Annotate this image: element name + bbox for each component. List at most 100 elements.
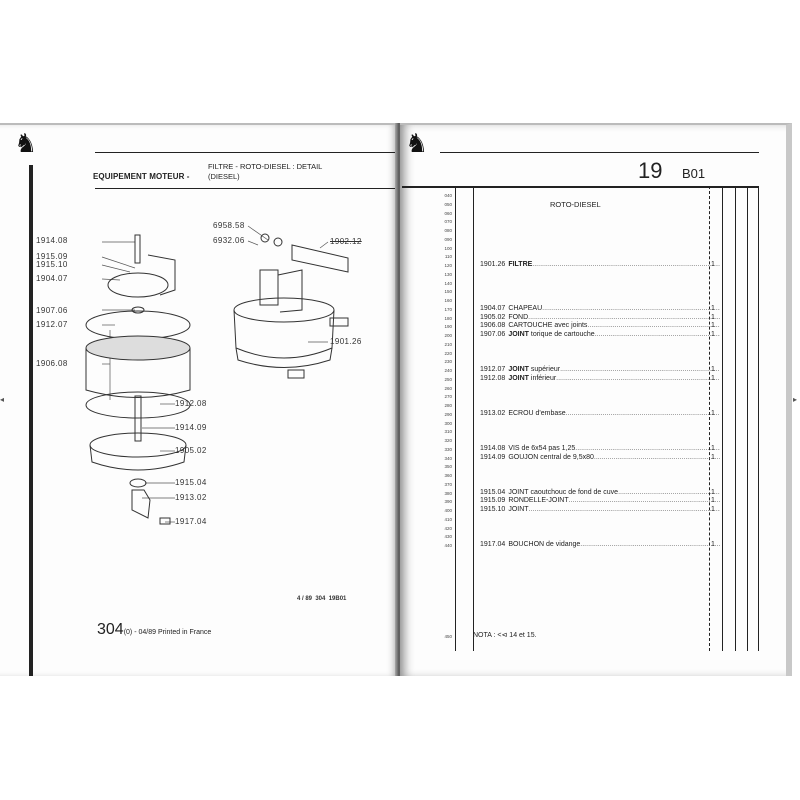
part-reference: 1915.04	[480, 488, 506, 496]
part-reference: 1907.06	[480, 331, 506, 338]
line-number: 260	[444, 385, 452, 391]
line-number: 360	[444, 473, 452, 478]
header-main: EQUIPEMENT MOTEUR -	[93, 172, 190, 181]
callout-1906-08: 1906.08	[36, 359, 68, 368]
part-quantity: 1	[711, 444, 715, 452]
part-quantity: 1	[711, 322, 715, 330]
callout-1912-08: 1912.08	[175, 399, 207, 408]
margin-bar	[29, 165, 33, 676]
line-number: 290	[444, 411, 452, 417]
leader-dots	[529, 506, 720, 513]
leader-dots	[528, 314, 720, 321]
line-number: 390	[444, 499, 452, 505]
line-number: 370	[444, 481, 452, 487]
part-description: inférieur	[528, 374, 557, 382]
footer-print-info: (0) - 04/89 Printed in France	[123, 629, 212, 636]
leader-dots	[594, 454, 720, 461]
line-number: 050	[444, 201, 452, 207]
line-number: 140	[444, 280, 452, 286]
part-reference: 1905.02	[480, 313, 506, 321]
line-number: 230	[444, 359, 452, 365]
table-col-line	[735, 186, 736, 651]
leader-dots	[587, 322, 720, 329]
line-number: 070	[444, 219, 452, 225]
callout-1917-04: 1917.04	[175, 517, 207, 526]
callout-6958-58: 6958.58	[213, 221, 245, 230]
line-number: 410	[444, 516, 452, 522]
filter-exploded-diagram	[85, 225, 349, 525]
part-description: caoutchouc de fond de cuve	[528, 488, 619, 496]
left-page	[0, 123, 397, 676]
callout-1907-06: 1907.06	[36, 306, 68, 315]
line-number: 330	[444, 446, 452, 452]
callout-1915-04: 1915.04	[175, 478, 207, 487]
line-number: 310	[444, 429, 452, 435]
header-rule-bottom	[95, 188, 395, 189]
part-name: RONDELLE-JOINT	[508, 497, 569, 505]
part-description: d'embase	[533, 409, 566, 417]
table-top-rule	[402, 186, 759, 188]
part-name: BOUCHON	[508, 541, 545, 548]
part-quantity: 1	[711, 261, 715, 268]
part-name: JOINT	[508, 374, 529, 382]
leader-dots	[580, 541, 720, 548]
leader-dots	[556, 375, 720, 382]
next-page-arrow[interactable]: ▸	[793, 395, 798, 404]
header-sub-2: (DIESEL)	[208, 172, 240, 181]
line-number: 270	[444, 394, 452, 400]
leader-dots	[542, 305, 720, 312]
part-name: JOINT	[508, 331, 529, 338]
callout-1915-10: 1915.10	[36, 260, 68, 269]
line-number: 210	[444, 341, 452, 347]
table-title: ROTO-DIESEL	[550, 200, 601, 209]
prev-page-arrow[interactable]: ◂	[0, 395, 5, 404]
part-description: avec joints	[552, 322, 588, 330]
leader-dots	[595, 331, 720, 338]
reference-code: 4 / 89 304 19B01	[297, 596, 347, 602]
part-reference: 1912.07	[480, 366, 506, 373]
callout-1912-07: 1912.07	[36, 320, 68, 329]
part-quantity: 1	[711, 453, 715, 461]
line-number: 170	[444, 306, 452, 312]
part-reference: 1917.04	[480, 541, 506, 548]
line-number: 200	[444, 333, 452, 338]
see-reference-icon: <⊲	[497, 632, 508, 639]
part-reference: 1915.10	[480, 506, 506, 513]
leader-dots	[569, 497, 720, 504]
line-number: 110	[444, 254, 452, 260]
part-name: CARTOUCHE	[508, 322, 553, 330]
line-number: 100	[444, 245, 452, 251]
callout-6932-06: 6932.06	[213, 236, 245, 245]
callout-1904-07: 1904.07	[36, 274, 68, 283]
peugeot-lion-logo-left: ♞	[14, 128, 38, 158]
part-reference: 1912.08	[480, 374, 506, 382]
table-col-line	[722, 186, 723, 651]
line-number: 340	[444, 455, 452, 461]
header-sub-1: FILTRE - ROTO-DIESEL : DETAIL	[208, 162, 323, 171]
line-number: 220	[444, 350, 452, 356]
book-gutter	[395, 123, 403, 676]
part-description: torique de cartouche	[528, 331, 595, 338]
line-number: 080	[444, 228, 452, 233]
line-number: 120	[444, 263, 452, 268]
line-number: 300	[444, 420, 452, 426]
line-number: 240	[444, 368, 452, 373]
line-number: 280	[444, 403, 452, 408]
bolt-shape	[134, 234, 141, 264]
nota-text: 14 et 15.	[509, 632, 537, 639]
leader-dots	[560, 366, 720, 373]
line-number: 090	[444, 236, 452, 242]
callout-1913-02: 1913.02	[175, 493, 207, 502]
part-reference: 1914.09	[480, 453, 506, 461]
right-header-rule	[440, 152, 759, 153]
part-description: central de 9,5x80	[538, 453, 594, 461]
leader-dots	[575, 445, 720, 452]
